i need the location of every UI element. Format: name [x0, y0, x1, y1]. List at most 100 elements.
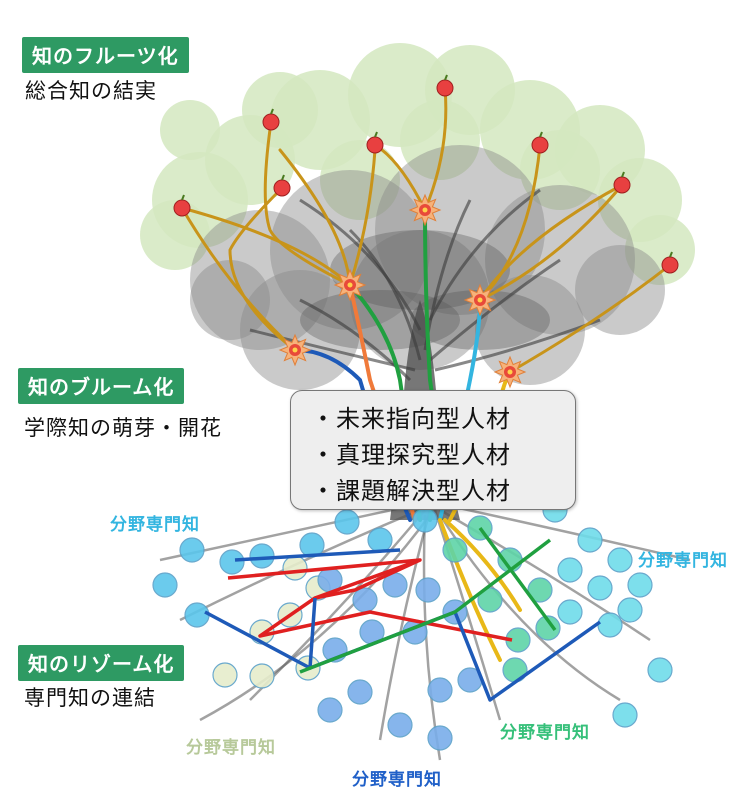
knowledge-node	[415, 577, 441, 603]
knowledge-node	[152, 572, 178, 598]
field-label-bottom-right: 分野専門知	[500, 723, 590, 743]
knowledge-node	[535, 615, 561, 641]
fruit-stem	[270, 108, 274, 115]
bloom-subtitle: 学際知の萌芽・開花	[24, 416, 222, 440]
tree-branch	[429, 258, 561, 362]
knowledge-node	[352, 587, 378, 613]
field-label-top-left: 分野専門知	[110, 515, 200, 535]
tree-root	[378, 509, 432, 741]
foliage-blob	[270, 170, 430, 330]
knowledge-node	[427, 677, 453, 703]
fruits	[173, 74, 679, 274]
knowledge-node	[179, 537, 205, 563]
talent-item: ・真理探究型人材	[311, 441, 511, 469]
tree-root	[433, 509, 502, 721]
golden-branch	[180, 206, 297, 352]
leaf-blob	[140, 200, 210, 270]
golden-branch	[478, 183, 624, 302]
knowledge-node	[367, 527, 393, 553]
flower-icon	[463, 283, 497, 317]
golden-branch	[478, 143, 542, 302]
knowledge-node	[527, 577, 553, 603]
fruit-stem	[374, 131, 378, 138]
knowledge-node	[557, 557, 583, 583]
fruit-icon	[531, 136, 549, 154]
knowledge-node	[577, 527, 603, 553]
rhizome-subtitle: 専門知の連結	[24, 686, 156, 710]
fruit-icon	[366, 136, 384, 154]
knowledge-node	[427, 725, 453, 751]
leaf-blob	[320, 140, 400, 220]
colored-root	[438, 518, 502, 662]
flower-icon	[408, 193, 442, 227]
knowledge-node	[607, 547, 633, 573]
fruit-stem	[621, 171, 625, 178]
flower-icon	[278, 333, 312, 367]
talent-item: ・未来指向型人材	[311, 405, 511, 433]
tree-root	[422, 514, 442, 761]
flowers	[278, 193, 527, 389]
knowledge-node	[627, 572, 653, 598]
knowledge-node	[412, 507, 438, 533]
fruit-icon	[661, 256, 679, 274]
fruit-icon	[613, 176, 631, 194]
knowledge-node	[387, 712, 413, 738]
knowledge-node	[557, 599, 583, 625]
knowledge-nodes	[152, 497, 673, 751]
leaf-blob	[160, 100, 220, 160]
connection-line	[478, 526, 557, 632]
tree-branch	[428, 188, 541, 321]
knowledge-node	[249, 663, 275, 689]
tree-root	[199, 514, 432, 722]
field-label-bottom-center: 分野専門知	[352, 770, 442, 790]
leaf-blob	[242, 72, 318, 148]
golden-branch	[508, 263, 672, 374]
golden-branch	[278, 148, 352, 287]
field-label-bottom-left: 分野専門知	[186, 738, 276, 758]
connection-line	[299, 538, 552, 674]
flower-icon	[493, 355, 527, 389]
leaf-blob	[400, 100, 480, 180]
knowledge-node	[249, 543, 275, 569]
knowledge-node	[587, 575, 613, 601]
golden-branches	[180, 86, 672, 374]
fruit-icon	[262, 113, 280, 131]
knowledge-node	[184, 602, 210, 628]
fruit-badge: 知のフルーツ化	[22, 37, 189, 73]
foliage-shade	[330, 230, 510, 310]
golden-branch	[180, 206, 352, 287]
knowledge-node	[617, 597, 643, 623]
bloom-badge: 知のブルーム化	[18, 368, 185, 404]
knowledge-node	[334, 509, 360, 535]
knowledge-node	[317, 697, 343, 723]
fruit-stem	[539, 131, 543, 138]
fruit-stem	[444, 74, 448, 81]
knowledge-node	[442, 537, 468, 563]
talent-box: ・未来指向型人材 ・真理探究型人材 ・課題解決型人材	[290, 390, 576, 510]
talent-item: ・課題解決型人材	[311, 477, 511, 505]
connection-line	[227, 558, 513, 642]
knowledge-node	[647, 657, 673, 683]
fruit-stem	[281, 174, 285, 181]
fruit-stem	[669, 251, 673, 258]
fruit-subtitle: 総合知の結実	[25, 79, 157, 103]
connection-line	[234, 548, 401, 562]
golden-branch	[348, 148, 377, 287]
flower-icon	[333, 268, 367, 302]
fruit-icon	[436, 79, 454, 97]
golden-branch	[263, 120, 352, 287]
tree-branch	[299, 198, 422, 331]
foliage-blob	[575, 245, 665, 335]
knowledge-node	[282, 555, 308, 581]
knowledge-node	[597, 612, 623, 638]
fruit-icon	[173, 199, 191, 217]
fruit-icon	[273, 179, 291, 197]
colored-root	[443, 518, 522, 612]
foliage-blob	[190, 210, 330, 350]
knowledge-node	[219, 549, 245, 575]
field-label-right: 分野専門知	[638, 551, 728, 571]
golden-branch	[423, 86, 448, 212]
knowledge-links	[204, 526, 602, 702]
foliage-blob	[190, 260, 270, 340]
